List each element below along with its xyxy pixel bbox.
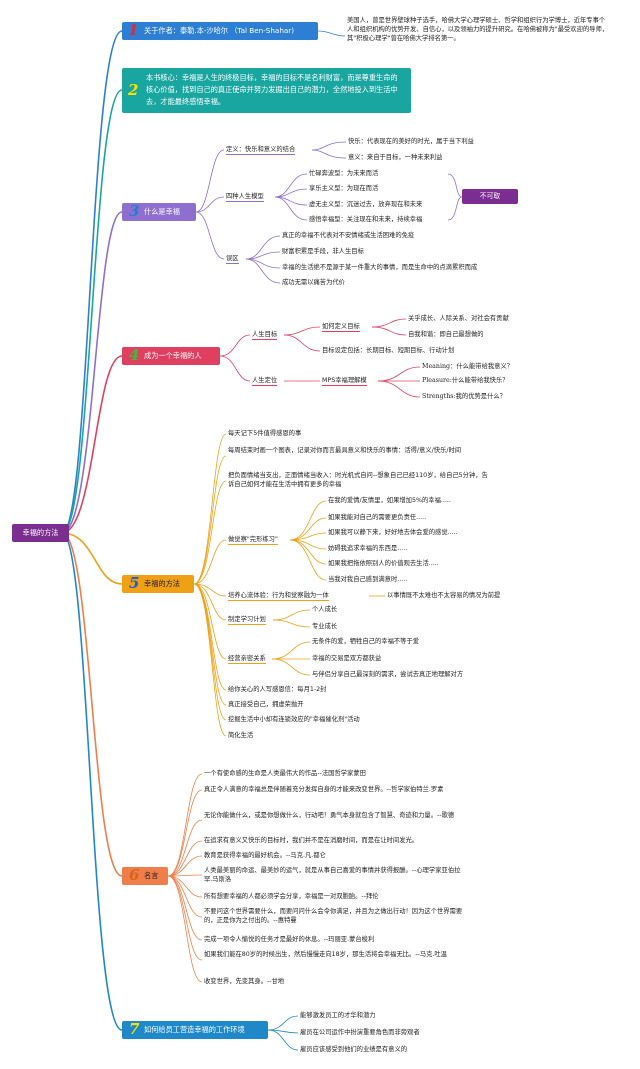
branch-7-node[interactable]: 7 如何给员工营造幸福的工作环境: [122, 1021, 268, 1039]
link-root-b2: [61, 89, 123, 534]
method-item: 每天记下5件值得感恩的事: [228, 430, 302, 437]
misconception-item: 真正的幸福不代表对不安情绪或生活困难的免疫: [282, 232, 415, 239]
workplace-item: 能够激发员工的才华和潜力: [300, 1012, 376, 1019]
branch-3-number: 3: [129, 202, 140, 220]
misconception-item: 成功无需以痛苦为代价: [282, 279, 345, 286]
quote: 人类最美丽的命运、最美妙的运气，就是从事自己喜爱的事情并获得报酬。--心理学家亚…: [204, 867, 461, 883]
quote: 收变世界，先变其身。--甘地: [204, 978, 285, 985]
branch-1-number: 1: [128, 21, 139, 39]
branch-7-label: 如何给员工营造幸福的工作环境: [144, 1025, 245, 1034]
happiness-definition: 定义：快乐和意义的结合: [226, 146, 296, 155]
not-advisable-label: 不可取: [479, 192, 501, 200]
quote: 一个有使命感的生命是人类最伟大的作品--法国哲学家蒙田: [204, 770, 366, 777]
workplace-item: 雇员应该感受到他们的业绩是有意义的: [300, 1046, 408, 1053]
method-item: 真正接受自己，拥虚荣抛开: [228, 701, 304, 708]
branch-6-number: 6: [129, 866, 140, 884]
link-root-b1: [61, 30, 123, 534]
workplace-item: 雇员在公司运作中扮演重要角色而非旁观者: [300, 1029, 420, 1036]
life-goal: 人生目标: [252, 331, 278, 340]
study-plan-item: 个人成长: [312, 606, 338, 613]
link-root-b4: [61, 355, 123, 534]
branch-4-label: 成为一个幸福的人: [144, 351, 202, 360]
quote: 无论你能做什么，或是你想做什么，行动吧！勇气本身就包含了智慧、奇迹和力量。--歌…: [204, 812, 455, 819]
gestalt-item: 如果我能对自己的需要更负责任.....: [328, 514, 427, 521]
quote: 如果我们能在80岁的时候出生，然后慢慢走向18岁，那生活将会幸福无比。--马克.…: [204, 951, 447, 958]
method-item: 给你关心的人写感恩信：每月1-2封: [228, 686, 327, 693]
method-item: 把负面情绪当支出，正面情绪当收入：时光机式自问--想象自己已经110岁，给自己5…: [228, 472, 488, 488]
method-item: 挖掘生活中小却有连锁效应的"幸福催化剂"活动: [228, 716, 360, 723]
study-plan-item: 专业成长: [312, 623, 338, 630]
mps-item: Meaning：什么能带给我意义？: [422, 363, 514, 370]
relation-item: 无条件的爱，牺牲自己的幸福不等于爱: [312, 638, 420, 645]
link-root-b3: [61, 211, 123, 534]
branch-4-number: 4: [129, 346, 140, 364]
model-item: 享乐主义型：为现在而活: [309, 185, 379, 192]
branch-7-number: 7: [129, 1020, 140, 1038]
mps-item: Strengths:我的优势是什么？: [422, 393, 506, 400]
link-root-b7: [61, 532, 123, 1031]
branch-3-label: 什么是幸福: [144, 207, 180, 216]
method-item: 每周结束时画一个图表，记录对你而言最具意义和快乐的事情：活得/意义/快乐/时间: [228, 447, 462, 454]
misconception-item: 幸福的生活绝不是源于某一件重大的事情，而是生命中的点滴累积而成: [282, 264, 478, 271]
branch-2-node[interactable]: 2 本书核心：幸福是人生的终极目标，幸福的目标不是名利财富，而是尊重生命的核心价…: [122, 68, 411, 113]
relation-item: 幸福的交易是双方都获益: [312, 655, 382, 662]
model-item: 虚无主义型：沉迷过去，放弃现在和未来: [309, 201, 423, 208]
root-label: 幸福的方法: [22, 528, 59, 537]
link-root-b5: [61, 532, 123, 585]
branch-2-number: 2: [128, 81, 139, 99]
misconceptions: 误区: [226, 255, 239, 264]
intimate-relations: 经营亲密关系: [228, 655, 266, 664]
branch-5-label: 幸福的方法: [144, 579, 180, 588]
branch-2-label: 本书核心：幸福是人生的终极目标，幸福的目标不是名利财富，而是尊重生命的核心价值，…: [146, 73, 398, 106]
not-advisable-tag: 不可取: [462, 189, 518, 204]
branch-5-number: 5: [129, 574, 140, 592]
life-positioning: 人生定位: [252, 377, 278, 386]
branch-1-node[interactable]: 1 关于作者：泰勒.本-沙哈尔 （Tal Ben-Shahar): [122, 22, 318, 40]
model-item: 忙碌奔波型：为未来而活: [309, 170, 379, 177]
method-item: 简化生活: [228, 732, 254, 739]
branch-5-node[interactable]: 5 幸福的方法: [122, 575, 194, 593]
mps-item: Pleasure:什么能带给我快乐？: [422, 377, 509, 384]
gestalt-item: 当我对我自己感到满意时.....: [328, 576, 408, 583]
relation-item: 与伴侣分享自己最深刻的需求，尝试去真正地理解对方: [312, 671, 464, 678]
quote: 教育是获得幸福的最好机会。--马克.凡.都仑: [204, 852, 326, 859]
branch-1-label: 关于作者：泰勒.本-沙哈尔 （Tal Ben-Shahar): [144, 26, 295, 35]
define-goal-item: 自我和谐：即自己最想做的: [408, 331, 484, 338]
model-item: 感悟幸福型：关注现在和未来，持续幸福: [309, 216, 423, 223]
flow-experience: 培养心流体验：行为和觉察融为一体: [228, 592, 329, 601]
branch-4-node[interactable]: 4 成为一个幸福的人: [122, 347, 220, 365]
define-goal-item: 关乎成长、人际关系、对社会有贡献: [408, 315, 509, 322]
gestalt-item: 在我的爱情/友情里，如果增加5%的幸福.....: [328, 497, 451, 504]
flow-note: 以事情既不太难也不太容易的情况为前提: [387, 592, 501, 599]
root-node[interactable]: 幸福的方法: [12, 524, 69, 542]
define-goal: 如何定义目标: [322, 323, 360, 332]
gestalt-item: 如果我把拖依照别人的价值观去生活.....: [328, 560, 439, 567]
definition-item: 意义：来自于目标，一种未来利益: [348, 154, 443, 161]
author-description: 美国人，曾是世界壁球种子选手，哈佛大学心理学硕士、哲学和组织行为学博士，近年专事…: [347, 17, 609, 42]
gestalt-item: 妨碍我追求幸福的东西是.....: [328, 545, 408, 552]
study-plan: 制定学习计划: [228, 616, 266, 625]
link-root-b6: [61, 532, 123, 877]
misconception-item: 财富积累是手段，非人生目标: [282, 248, 364, 255]
quote: 完成一项令人愉悦的任务才是最好的休息。--玛丽亚.蒙台梭利: [204, 936, 375, 943]
quote: 不要问这个世界需要什么，而要问问什么会令你满足，并且为之做出行动！因为这个世界需…: [204, 908, 463, 924]
quote: 在追求有意义又快乐的目标时，我们并不是在消磨时间，而是在让时间发光。: [204, 837, 419, 844]
goal-settings: 目标设定包括：长期目标、短期目标、行动计划: [322, 347, 455, 354]
quote: 所有想要幸福的人都必须学会分享，幸福是一对双胞胎。--拜伦: [204, 893, 379, 900]
gestalt-item: 如果我可以静下来，好好地去体会爱的感觉.....: [328, 529, 458, 536]
definition-item: 快乐：代表现在的美好的时光，属于当下利益: [348, 138, 474, 145]
life-models: 四种人生模型: [226, 193, 264, 202]
branch-6-label: 名言: [144, 871, 159, 880]
mps-model: MPS幸福理解模: [322, 377, 367, 386]
branch-3-node[interactable]: 3 什么是幸福: [122, 203, 196, 221]
branch-6-node[interactable]: 6 名言: [122, 867, 168, 885]
quote: 真正令人满意的幸福总是伴随着充分发挥自身的才能来改变世界。--哲学家伯特兰.罗素: [204, 786, 444, 793]
gestalt-exercise: 做觉察"完形练习": [228, 536, 278, 545]
